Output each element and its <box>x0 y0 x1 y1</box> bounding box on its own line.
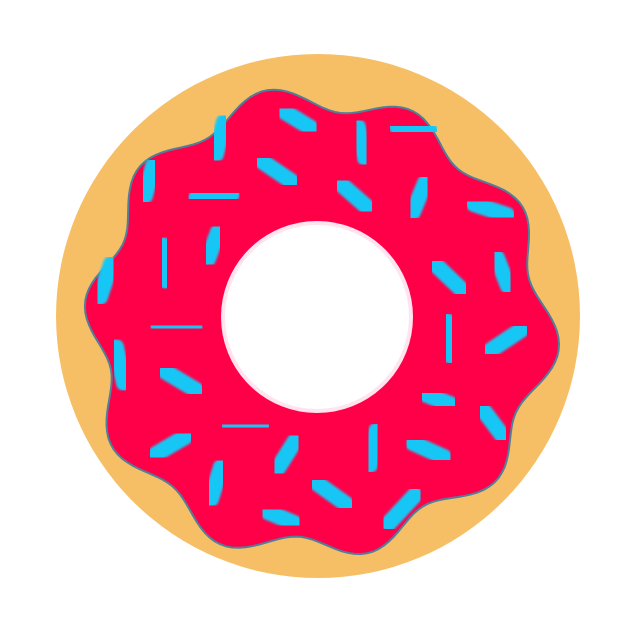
sprinkle <box>137 158 161 204</box>
sprinkle <box>389 119 438 139</box>
sprinkle <box>483 322 529 358</box>
sprinkle <box>405 435 452 465</box>
sprinkle <box>362 423 384 473</box>
sprinkle <box>260 504 302 531</box>
sprinkle <box>208 114 232 162</box>
sprinkle <box>158 364 204 398</box>
sprinkle <box>188 186 240 206</box>
sprinkle <box>310 476 354 512</box>
sprinkle <box>108 339 132 391</box>
sprinkle <box>203 459 229 507</box>
sprinkle <box>350 119 373 166</box>
sprinkle <box>334 177 375 215</box>
sprinkles-group <box>92 104 529 531</box>
sprinkle <box>439 313 459 364</box>
sprinkle <box>150 318 203 336</box>
sprinkle <box>489 250 516 294</box>
sprinkle <box>270 433 303 476</box>
sprinkle <box>419 387 458 412</box>
sprinkle <box>405 175 433 220</box>
sprinkle <box>255 154 299 189</box>
sprinkle <box>277 104 319 136</box>
donut-hole <box>221 221 413 413</box>
sprinkle <box>381 487 423 531</box>
sprinkle <box>476 403 510 443</box>
sprinkle <box>148 429 193 462</box>
sprinkle <box>155 237 174 289</box>
sprinkle <box>200 224 226 267</box>
sprinkle <box>429 258 469 297</box>
sprinkle <box>221 417 270 435</box>
sprinkle <box>466 196 515 223</box>
sprinkle <box>92 256 119 305</box>
